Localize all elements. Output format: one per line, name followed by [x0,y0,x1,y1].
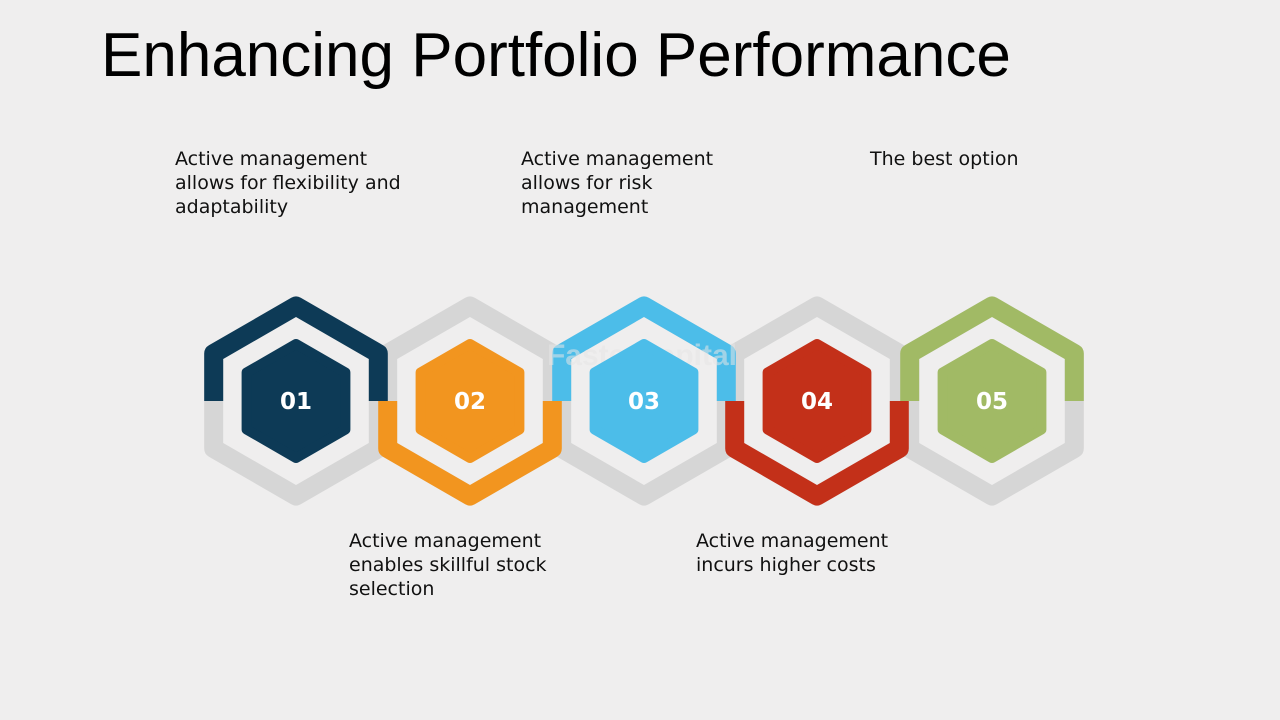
hex-badge-5 [937,339,1047,463]
step-number-4: 04 [801,389,833,415]
step-number-5: 05 [976,389,1008,415]
slide-title: Enhancing Portfolio Performance [101,21,1011,90]
hex-badge-1 [241,339,351,463]
hex-ring-color-2 [378,401,562,506]
step-number-1: 01 [280,389,312,415]
step-number-3: 03 [628,389,660,415]
hex-ring-color-4 [725,401,909,506]
step-4-caption: Active management incurs higher costs [696,530,889,576]
step-1-caption: Active management allows for flexibility… [175,148,401,218]
hex-ring-color-5 [900,296,1084,401]
hexagon-inner-badges: 01 02 03 04 05 [241,339,1047,463]
hex-badge-3 [589,339,699,463]
step-3-caption: Active management allows for risk manage… [521,148,714,218]
step-number-2: 02 [454,389,486,415]
hexagon-colored-rings [204,296,1084,506]
step-5-caption: The best option [870,148,1019,170]
hex-ring-color-3 [552,296,736,401]
hex-ring-color-1 [204,296,388,401]
step-2-caption: Active management enables skillful stock… [349,530,547,600]
hex-badge-4 [762,339,872,463]
hex-badge-2 [415,339,525,463]
